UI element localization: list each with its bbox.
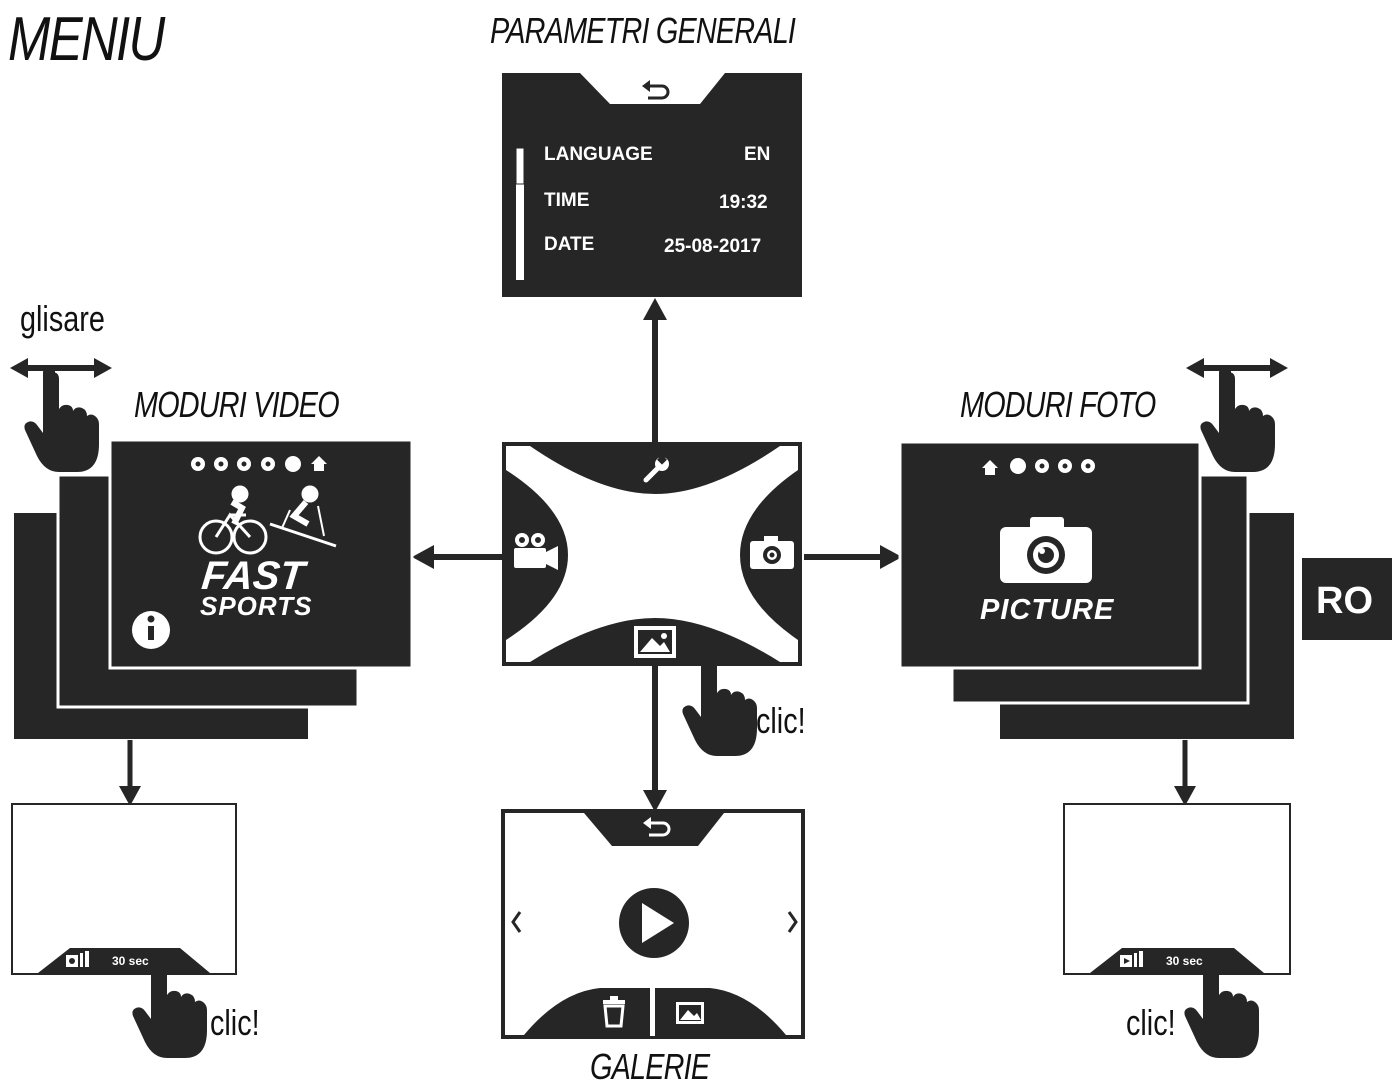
arrow-up-general (643, 298, 667, 442)
video-camera-icon[interactable] (514, 533, 558, 570)
gallery-image-icon[interactable] (634, 626, 676, 658)
arrow-down-video-preview (119, 740, 141, 806)
play-icon[interactable] (619, 888, 689, 958)
arrow-down-gallery (643, 666, 667, 812)
section-label-general: PARAMETRI GENERALI (490, 10, 796, 51)
settings-screen (502, 73, 802, 297)
setting-value-date: 25-08-2017 (664, 236, 762, 257)
trash-icon[interactable] (603, 996, 625, 1028)
section-label-photo: MODURI FOTO (960, 384, 1156, 425)
video-mode-stack (14, 438, 414, 739)
swipe-label: glisare (20, 298, 105, 339)
info-icon[interactable] (132, 611, 170, 649)
scrollbar[interactable] (516, 148, 524, 280)
photo-page-dots (982, 458, 1095, 475)
video-timer-text: 30 sec (112, 954, 149, 968)
back-icon[interactable] (642, 80, 670, 100)
arrow-down-photo-preview (1174, 740, 1196, 806)
swipe-gesture-left (10, 358, 112, 472)
camera-large-icon (1000, 517, 1092, 583)
language-badge: RO (1316, 580, 1373, 622)
video-preview-screen (11, 803, 237, 975)
setting-label-date[interactable]: DATE (544, 234, 595, 255)
page-title: MENIU (8, 5, 165, 74)
section-label-gallery: GALERIE (590, 1046, 710, 1087)
home-icon (311, 456, 327, 471)
click-label-left: clic! (210, 1002, 260, 1043)
arrow-right-photo (804, 545, 902, 569)
swipe-gesture-right (1186, 358, 1288, 472)
home-icon (982, 460, 998, 475)
video-page-dots (191, 456, 327, 472)
section-label-video: MODURI VIDEO (134, 384, 340, 425)
photo-timer-icon (1120, 951, 1143, 967)
sports-pictogram-icon (198, 485, 337, 555)
chevron-right-icon[interactable] (787, 911, 798, 933)
back-icon[interactable] (643, 817, 671, 837)
photo-mode-label: PICTURE (980, 594, 1115, 626)
chevron-left-icon[interactable] (511, 911, 522, 933)
photo-preview-screen (1063, 803, 1291, 975)
setting-value-language: EN (744, 144, 771, 165)
setting-label-time[interactable]: TIME (544, 190, 590, 211)
gallery-screen (501, 809, 805, 1039)
wrench-icon[interactable] (643, 454, 669, 483)
video-mode-title: FAST (199, 554, 307, 598)
setting-value-time: 19:32 (719, 192, 768, 213)
video-mode-subtitle: SPORTS (200, 591, 313, 621)
language-badge-bg (1302, 558, 1392, 640)
click-label-center: clic! (756, 700, 806, 741)
setting-label-language[interactable]: LANGUAGE (544, 144, 653, 165)
main-menu-screen (502, 442, 802, 666)
arrow-left-video (412, 545, 502, 569)
photo-timer-text: 30 sec (1166, 954, 1203, 968)
click-label-right: clic! (1126, 1002, 1176, 1043)
video-timer-icon (66, 951, 89, 967)
camera-icon[interactable] (750, 536, 794, 569)
photo-mode-stack (898, 440, 1294, 739)
image-icon[interactable] (676, 1002, 704, 1024)
